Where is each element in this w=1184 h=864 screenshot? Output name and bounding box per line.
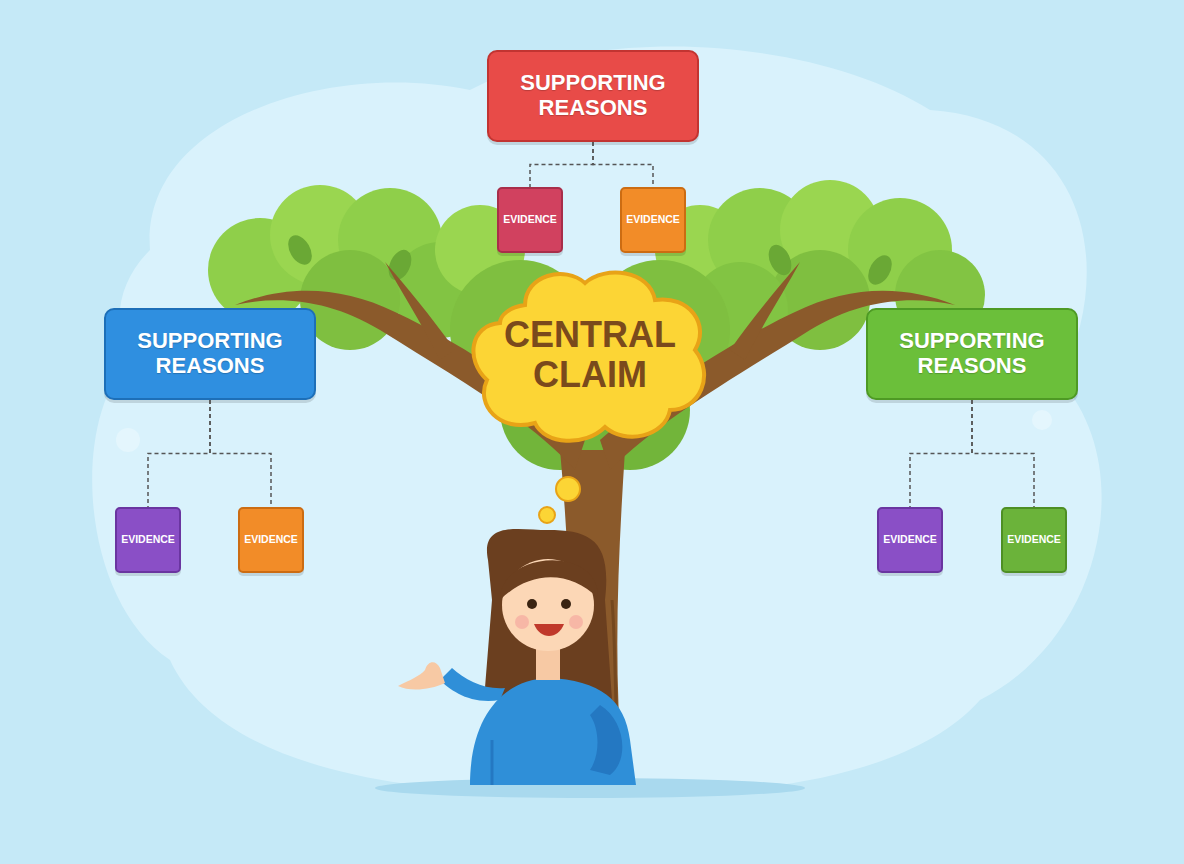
- claim-cloud: CENTRAL CLAIM: [465, 265, 715, 445]
- bangs: [500, 560, 598, 600]
- leaf: [863, 251, 896, 289]
- eye: [561, 599, 571, 609]
- box-label: EVIDENCE: [626, 214, 680, 226]
- girl-figure: [398, 529, 636, 785]
- dashed-connector: [210, 400, 271, 507]
- thought-bubble: [539, 507, 555, 523]
- evidence-box: EVIDENCE: [497, 187, 563, 253]
- claim-text: CENTRAL CLAIM: [500, 315, 680, 396]
- reason-box: SUPPORTING REASONS: [487, 50, 699, 142]
- box-label: EVIDENCE: [244, 534, 298, 546]
- evidence-box: EVIDENCE: [1001, 507, 1067, 573]
- cheek: [515, 615, 529, 629]
- leaf: [384, 246, 416, 283]
- thought-bubble: [556, 477, 580, 501]
- arm: [590, 705, 622, 775]
- hand: [398, 662, 445, 689]
- bubble-decoration: [1032, 410, 1052, 430]
- evidence-box: EVIDENCE: [238, 507, 304, 573]
- reason-box: SUPPORTING REASONS: [866, 308, 1078, 400]
- box-label: EVIDENCE: [1007, 534, 1061, 546]
- cloud-shape: [473, 273, 704, 441]
- box-label: SUPPORTING REASONS: [115, 329, 305, 378]
- box-label: EVIDENCE: [883, 534, 937, 546]
- reason-box: SUPPORTING REASONS: [104, 308, 316, 400]
- leaf: [283, 231, 316, 269]
- waving-arm: [440, 668, 505, 701]
- sweater-fold: [491, 740, 494, 785]
- hair: [484, 529, 612, 700]
- evidence-box: EVIDENCE: [115, 507, 181, 573]
- background-blob: [92, 46, 1101, 793]
- dashed-connector: [148, 400, 210, 507]
- dashed-connector: [910, 400, 972, 507]
- bubble-decoration: [116, 428, 140, 452]
- box-label: EVIDENCE: [503, 214, 557, 226]
- box-label: SUPPORTING REASONS: [498, 71, 688, 120]
- evidence-box: EVIDENCE: [877, 507, 943, 573]
- tree-trunk: [235, 262, 955, 790]
- branch: [385, 262, 455, 360]
- evidence-box: EVIDENCE: [620, 187, 686, 253]
- dashed-connector: [593, 142, 653, 187]
- cheek: [569, 615, 583, 629]
- branch: [730, 262, 800, 360]
- dashed-connector: [530, 142, 593, 187]
- eye: [527, 599, 537, 609]
- box-label: SUPPORTING REASONS: [877, 329, 1067, 378]
- box-label: EVIDENCE: [121, 534, 175, 546]
- smile: [534, 624, 564, 636]
- dashed-connector: [972, 400, 1034, 507]
